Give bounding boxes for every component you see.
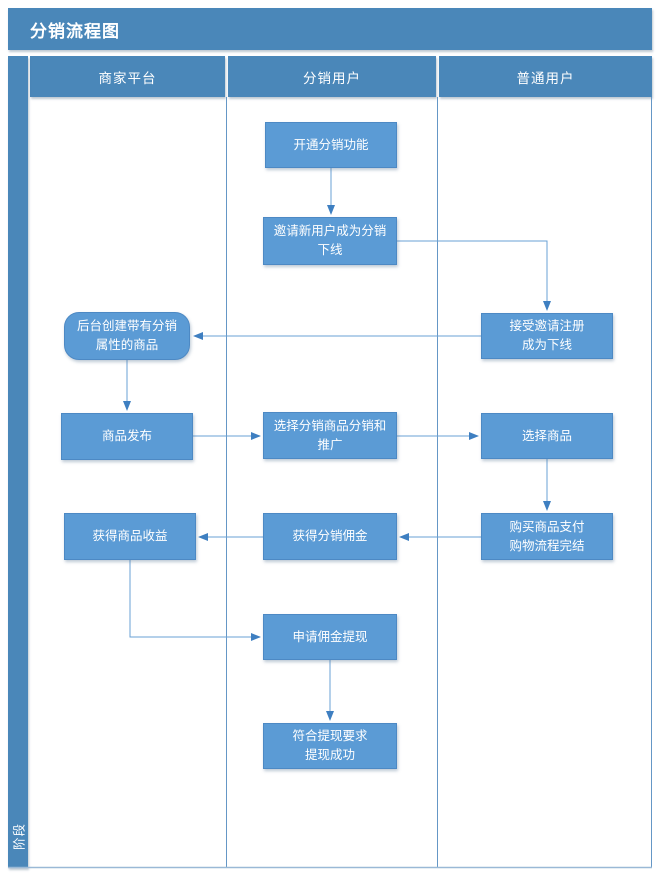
diagram-title: 分销流程图 xyxy=(30,21,120,41)
node-withdrawal-success[interactable]: 符合提现要求 提现成功 xyxy=(263,723,397,769)
stage-strip: 阶段 xyxy=(8,56,28,868)
node-accept-invitation-register[interactable]: 接受邀请注册 成为下线 xyxy=(481,313,613,359)
lane-header-merchant: 商家平台 xyxy=(30,56,225,97)
node-invite-new-users[interactable]: 邀请新用户成为分销 下线 xyxy=(263,217,397,265)
stage-label: 阶段 xyxy=(12,822,27,851)
node-get-product-revenue[interactable]: 获得商品收益 xyxy=(64,513,196,560)
lane-header-consumer: 普通用户 xyxy=(439,56,652,97)
node-select-distribution-promote[interactable]: 选择分销商品分销和 推广 xyxy=(263,412,397,459)
node-apply-commission-withdrawal[interactable]: 申请佣金提现 xyxy=(263,614,397,660)
lane-header-distributor: 分销用户 xyxy=(228,56,436,97)
lane-header-distributor-label: 分销用户 xyxy=(303,70,361,86)
connector-invite-to-accept xyxy=(397,240,551,311)
node-select-product[interactable]: 选择商品 xyxy=(481,413,613,459)
node-purchase-payment-complete[interactable]: 购买商品支付 购物流程完结 xyxy=(481,513,613,560)
node-open-distribution[interactable]: 开通分销功能 xyxy=(265,122,397,168)
connector-revenue-to-apply-withdrawal xyxy=(129,560,261,641)
lane-header-merchant-label: 商家平台 xyxy=(98,70,157,86)
node-publish-product[interactable]: 商品发布 xyxy=(61,413,193,460)
node-backend-create-product[interactable]: 后台创建带有分销 属性的商品 xyxy=(64,312,190,360)
diagram-title-bar: 分销流程图 xyxy=(8,8,652,50)
lane-header-consumer-label: 普通用户 xyxy=(516,70,575,86)
node-get-distribution-commission[interactable]: 获得分销佣金 xyxy=(263,513,397,560)
